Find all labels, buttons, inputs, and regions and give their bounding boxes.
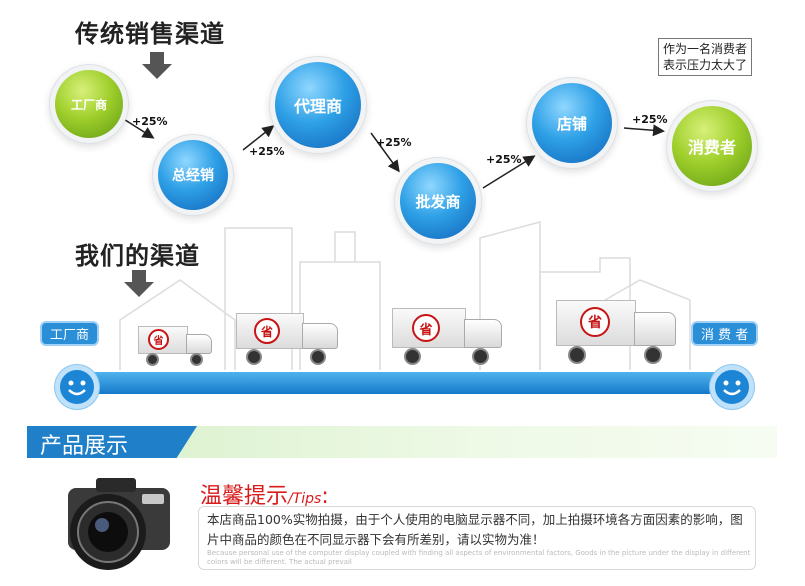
node-distributor: 总经销 bbox=[158, 140, 228, 210]
down-arrow-icon bbox=[124, 270, 154, 298]
traditional-channel-heading: 传统销售渠道 bbox=[75, 20, 225, 48]
seal-mark: 省 bbox=[580, 307, 610, 337]
down-arrow-icon bbox=[142, 52, 172, 80]
consumer-tag: 消 费 者 bbox=[691, 321, 759, 346]
node-factory: 工厂商 bbox=[55, 70, 123, 138]
delivery-truck-icon: 省 bbox=[556, 300, 678, 364]
node-shop: 店铺 bbox=[532, 83, 612, 163]
markup-label: +25% bbox=[132, 115, 168, 128]
product-showcase-title: 产品展示 bbox=[40, 434, 129, 459]
banner-accent bbox=[27, 426, 197, 458]
smiley-end-icon bbox=[710, 365, 754, 409]
consumer-speech-bubble: 作为一名消费者 表示压力太大了 bbox=[658, 38, 753, 76]
markup-label: +25% bbox=[249, 145, 285, 158]
smiley-start-icon bbox=[55, 365, 99, 409]
tips-title-cn: 温馨提示 bbox=[200, 484, 289, 509]
node-agent: 代理商 bbox=[275, 62, 361, 148]
delivery-truck-icon: 省 bbox=[236, 313, 340, 365]
camera-icon bbox=[50, 470, 175, 575]
tips-body-en: Because personal use of the computer dis… bbox=[207, 549, 751, 566]
speech-line: 表示压力太大了 bbox=[663, 58, 748, 72]
city-skyline bbox=[119, 221, 691, 370]
speech-line: 作为一名消费者 bbox=[663, 42, 748, 56]
markup-label: +25% bbox=[632, 113, 668, 126]
delivery-truck-icon: 省 bbox=[138, 326, 214, 366]
node-wholesaler: 批发商 bbox=[400, 163, 476, 239]
direct-channel-road bbox=[60, 372, 730, 394]
seal-mark: 省 bbox=[254, 318, 280, 344]
flow-arrows bbox=[121, 117, 665, 189]
factory-tag: 工厂商 bbox=[40, 321, 100, 346]
tips-colon: : bbox=[321, 484, 329, 509]
tips-title: 温馨提示/Tips: bbox=[200, 478, 329, 510]
tips-box bbox=[198, 506, 756, 570]
our-channel-heading: 我们的渠道 bbox=[75, 242, 200, 270]
tips-body: 本店商品100%实物拍摄，由于个人使用的电脑显示器不同，加上拍摄环境各方面因素的… bbox=[207, 512, 743, 547]
tips-title-en: /Tips bbox=[288, 491, 322, 507]
markup-label: +25% bbox=[486, 153, 522, 166]
seal-mark: 省 bbox=[412, 314, 440, 342]
node-consumer: 消费者 bbox=[672, 106, 752, 186]
markup-label: +25% bbox=[376, 136, 412, 149]
seal-mark: 省 bbox=[148, 329, 169, 350]
delivery-truck-icon: 省 bbox=[392, 308, 504, 365]
